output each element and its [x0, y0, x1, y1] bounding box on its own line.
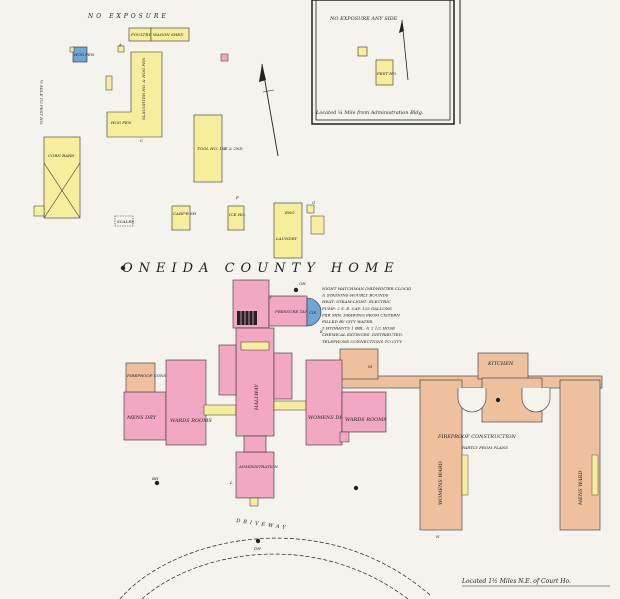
svg-text:F: F [235, 195, 239, 200]
womens-ward [419, 379, 463, 531]
administration [235, 451, 275, 499]
svg-text:BH: BH [151, 476, 159, 481]
svg-text:MENS WARD: MENS WARD [578, 471, 584, 506]
outbuildings: POULTRY WAGON SHED HOG PEN SLAUGHTER HO.… [33, 27, 325, 259]
bottom-caption: Located 1½ Miles N.E. of Court Ho. [461, 578, 571, 585]
building-letters: A C E F G J K L M N [118, 42, 440, 539]
inset-exposure-label: NO EXPOSURE ANY SIDE [329, 16, 398, 22]
svg-text:FIREPROOF CONSTRUCTION: FIREPROOF CONSTRUCTION [437, 434, 517, 440]
womens-dry-wing [305, 359, 343, 446]
note-line: CHEMICAL EXTINGRS. DISTRIBUTED. [322, 332, 403, 337]
svg-text:CORN BARN: CORN BARN [48, 153, 75, 158]
inset-pest-house-label: PEST HO. [376, 71, 397, 76]
slaughter-house [106, 51, 163, 138]
small-shed-1 [105, 75, 113, 91]
map-title: ONEIDA COUNTY HOME [122, 261, 400, 276]
svg-text:A: A [118, 42, 122, 47]
cistern [306, 297, 322, 327]
blue-shed [72, 46, 88, 63]
note-line: FILLED BY CITY WATER. [321, 319, 374, 324]
svg-text:ENG.: ENG. [284, 210, 296, 215]
svg-text:K: K [319, 329, 324, 334]
svg-text:WOMENS DRY: WOMENS DRY [308, 415, 347, 421]
svg-text:TOOL HO. 1ST & 2ND: TOOL HO. 1ST & 2ND [197, 146, 243, 151]
svg-text:OH: OH [299, 281, 306, 286]
pressure-tank-building [268, 295, 308, 327]
top-exposure-label: NO EXPOSURE [87, 13, 169, 20]
note-line: PER MIN. DRAWING FROM CISTERN [321, 312, 400, 317]
svg-text:SCALES: SCALES [117, 219, 134, 224]
kitchen-label: KITCHEN [487, 361, 514, 367]
left-side-note: ½ MILE TO PEST HO. [39, 80, 44, 125]
svg-text:L: L [229, 480, 233, 485]
corn-barn [43, 136, 81, 219]
svg-text:FIREPROOF CONSTRUCTION: FIREPROOF CONSTRUCTION [126, 373, 190, 378]
svg-text:WOMENS WARD: WOMENS WARD [438, 461, 444, 505]
svg-text:C: C [140, 138, 143, 143]
ice-house [227, 205, 245, 231]
svg-text:PRESSURE TANK: PRESSURE TANK [274, 309, 312, 314]
mens-dry-wing [123, 391, 167, 441]
note-line: NIGHT WATCHMAN (MIDWINTER CLOCK) [321, 286, 412, 291]
svg-text:HALLWAY: HALLWAY [254, 384, 260, 411]
svg-text:POULTRY: POULTRY [130, 32, 151, 37]
tool-house [193, 114, 223, 183]
scales-box [114, 215, 134, 227]
notes-block: NIGHT WATCHMAN (MIDWINTER CLOCK) & STATIO… [321, 286, 412, 344]
svg-text:G: G [312, 200, 316, 205]
wards-rooms-left [165, 359, 207, 446]
wards-rooms-right [341, 391, 387, 433]
svg-text:HOG PEN: HOG PEN [73, 52, 95, 57]
svg-text:J: J [269, 294, 272, 299]
fire-marks: OH BH DH [120, 265, 501, 551]
north-arrow [259, 63, 279, 157]
svg-text:PARTLY FROM PLANS: PARTLY FROM PLANS [461, 445, 508, 450]
svg-text:WAGON SHED: WAGON SHED [153, 32, 184, 37]
laundry [273, 202, 303, 259]
arch-1 [457, 388, 487, 413]
svg-text:WARDS ROOMS: WARDS ROOMS [345, 417, 387, 423]
svg-text:CARP'R SH: CARP'R SH [173, 211, 197, 216]
main-complex: KITCHEN WOMENS WARD MENS WARD FIREPROOF … [123, 279, 603, 531]
inset-pest-house [375, 59, 394, 86]
note-line: TELEPHONE CONNECTIONS TO CITY. [322, 339, 403, 344]
note-line: PUMP: 2 S. E. CAP. 125 GALLONS [321, 306, 392, 311]
inset-north-arrow [399, 19, 409, 81]
kitchen-wing [477, 352, 529, 380]
svg-text:MENS DRY: MENS DRY [126, 415, 157, 421]
svg-text:DH: DH [253, 546, 261, 551]
inset-caption: Located ¼ Mile from Administration Bldg. [315, 109, 424, 116]
svg-text:ADMINISTRATION: ADMINISTRATION [238, 464, 278, 469]
svg-text:ICE HO.: ICE HO. [228, 212, 246, 217]
svg-text:N: N [435, 534, 440, 539]
svg-text:CIS.: CIS. [309, 310, 318, 315]
inset-small-shed [357, 46, 368, 57]
svg-text:E: E [223, 146, 227, 151]
note-line: 5 HYDRANTS 1 BBL. & 2 1/2 HOSE [322, 326, 395, 331]
fireproof-tan-left [125, 362, 156, 394]
svg-text:M: M [367, 364, 373, 369]
svg-text:SLAUGHTER HO. & HOG PEN: SLAUGHTER HO. & HOG PEN [141, 57, 146, 120]
svg-text:LAUNDRY: LAUNDRY [275, 236, 298, 241]
pink-small [220, 53, 229, 62]
wagon-shed [150, 27, 190, 42]
small-shed-2 [117, 45, 125, 53]
note-line: HEAT: STEAM-LIGHT: ELECTRIC [321, 299, 391, 304]
inset-box: NO EXPOSURE ANY SIDE PEST HO. Located ¼ … [311, 0, 461, 125]
note-line: & STATIONS-HOURLY ROUNDS [322, 293, 389, 298]
svg-text:HOG PEN: HOG PEN [110, 120, 132, 125]
carpenter-shop [171, 205, 191, 231]
arch-2 [521, 388, 551, 413]
svg-text:WARDS ROOMS: WARDS ROOMS [170, 418, 212, 424]
